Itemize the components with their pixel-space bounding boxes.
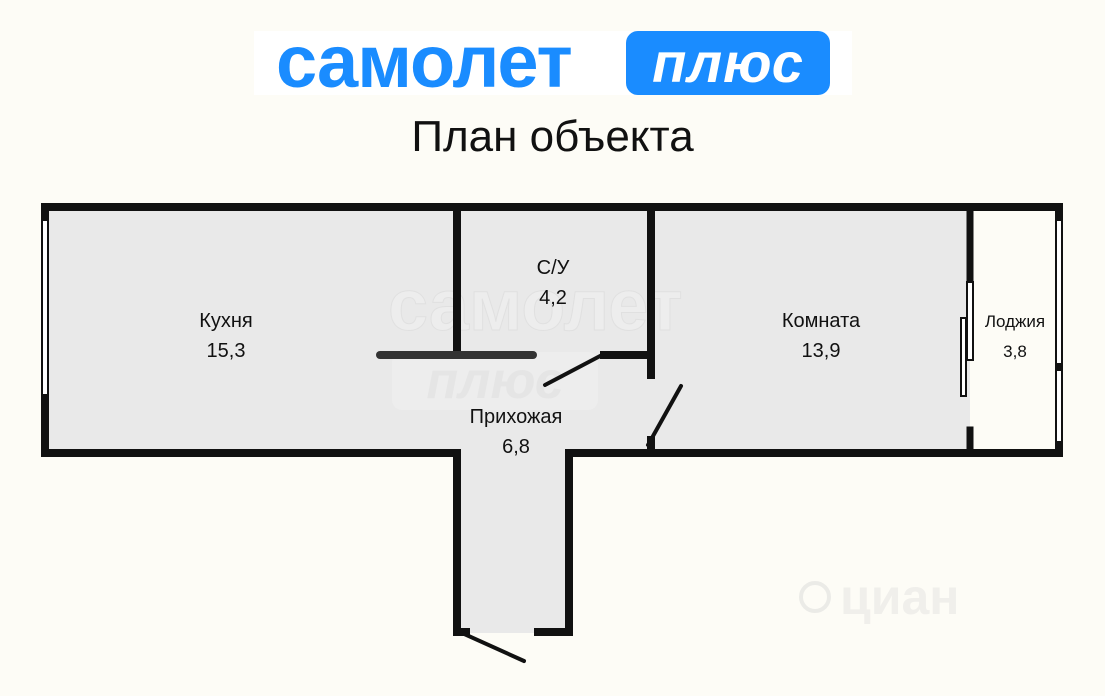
brand-logo: самолет плюс [254, 20, 852, 103]
room-area-hallway: 6,8 [502, 436, 530, 458]
room-name-hallway: Прихожая [470, 406, 563, 428]
window-loggia-top [1055, 219, 1063, 365]
watermark-center: самолет плюс [388, 266, 683, 410]
room-area-living: 13,9 [802, 340, 841, 362]
windows [41, 219, 1063, 443]
door-room [646, 384, 683, 447]
brand-logo-word: самолет [276, 20, 573, 103]
room-name-loggia: Лоджия [985, 312, 1045, 331]
watermark-corner-text: циан [840, 569, 959, 625]
watermark-corner-icon [799, 581, 831, 613]
floor-fills [45, 207, 1059, 633]
brand-logo-badge: плюс [626, 31, 830, 95]
watermark-word: самолет [388, 266, 683, 346]
window-loggia-bottom [1055, 369, 1063, 443]
door-loggia-glass-2 [960, 317, 967, 397]
room-name-living: Комната [782, 310, 861, 332]
door-bath [543, 353, 604, 387]
watermark-badge-box [392, 352, 598, 410]
room-area-kitchen: 15,3 [207, 340, 246, 362]
watermark-badge: плюс [426, 352, 563, 410]
room-labels: Кухня 15,3 С/У 4,2 Прихожая 6,8 Комната … [199, 257, 1045, 458]
door-loggia-glass-1 [966, 281, 974, 361]
door-entrance [460, 631, 526, 663]
watermark-corner: циан [799, 569, 959, 625]
room-area-bathroom: 4,2 [539, 287, 567, 309]
page-title: План объекта [411, 112, 694, 161]
window-kitchen [41, 219, 49, 396]
room-area-loggia: 3,8 [1003, 342, 1027, 361]
floor-loggia [972, 207, 1059, 453]
floor-corridor [457, 453, 569, 633]
room-name-kitchen: Кухня [199, 310, 253, 332]
room-name-bathroom: С/У [537, 257, 570, 279]
doors [460, 353, 683, 663]
floor-main [45, 207, 970, 453]
